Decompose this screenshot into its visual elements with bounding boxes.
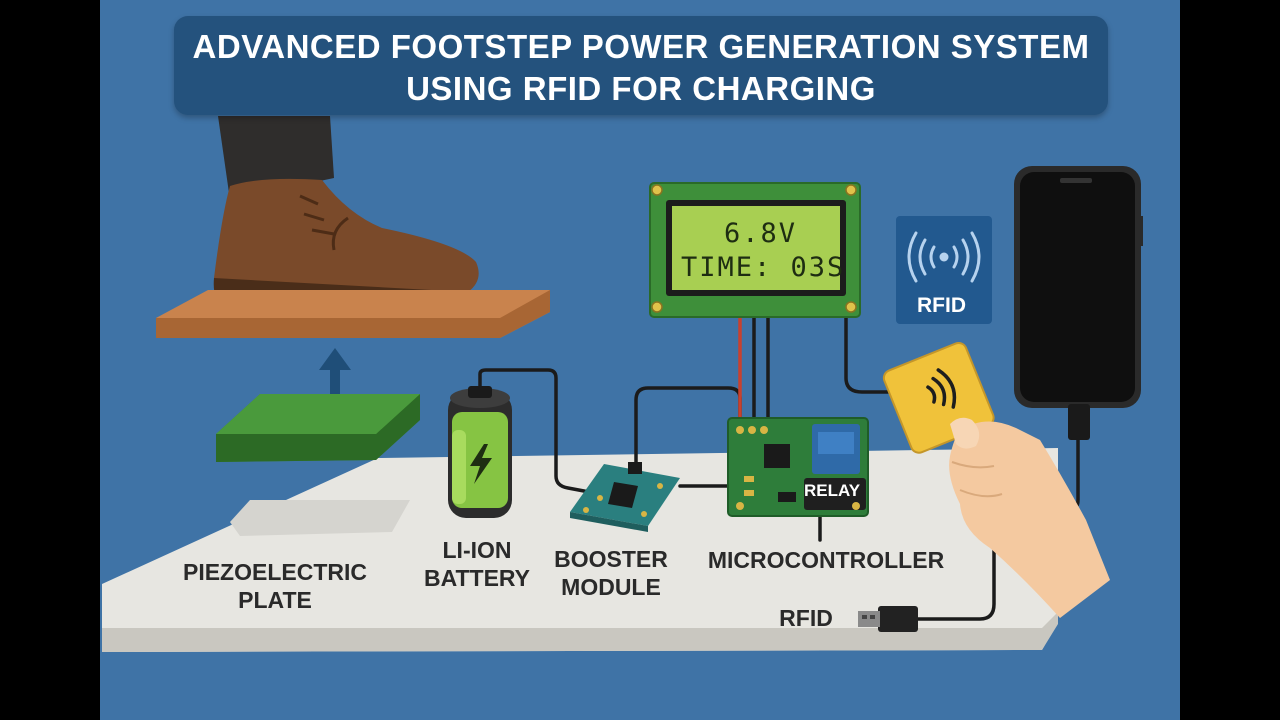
- booster-label-line1: BOOSTER: [554, 546, 668, 572]
- lcd-voltage: 6.8V: [724, 218, 798, 249]
- letterbox-right: [1180, 0, 1280, 720]
- usb-plug-icon: [858, 606, 918, 632]
- lightning-bolt-icon: [470, 444, 492, 484]
- phone-charging-cable: [1068, 404, 1090, 440]
- microcontroller-board: [727, 417, 869, 517]
- rfid-cable-label: RFID: [779, 605, 833, 631]
- wires: [478, 314, 1080, 621]
- rfid-module: [896, 216, 992, 324]
- title-line-2: USING RFID FOR CHARGING: [406, 70, 876, 107]
- lcd-time: TIME: 03S: [681, 252, 846, 283]
- piezoelectric-plate-label: PIEZOELECTRIC PLATE: [160, 558, 390, 614]
- diagram-scene: RELAY RFID 6.8V TIME: 03S PIEZOELECTRIC …: [100, 0, 1180, 720]
- plate-shadow: [230, 500, 410, 536]
- lcd-display: [649, 182, 861, 318]
- title-line-1: ADVANCED FOOTSTEP POWER GENERATION SYSTE…: [192, 28, 1090, 65]
- smartphone: [1014, 166, 1143, 440]
- booster-label-line2: MODULE: [561, 574, 661, 600]
- relay-label: RELAY: [804, 481, 861, 500]
- booster-label: BOOSTER MODULE: [546, 545, 676, 601]
- battery-label-line1: LI-ION: [442, 537, 512, 563]
- microcontroller-label: MICROCONTROLLER: [707, 547, 945, 573]
- piezo-label-line2: PLATE: [238, 587, 312, 613]
- battery-label: LI-ION BATTERY: [412, 536, 542, 592]
- piezo-label-line1: PIEZOELECTRIC: [182, 559, 367, 585]
- diagram-artwork: [102, 116, 1143, 652]
- booster-module: [570, 462, 680, 532]
- piezoelectric-plate: [216, 394, 420, 462]
- trouser-leg: [218, 116, 334, 200]
- rfid-module-label: RFID: [917, 294, 966, 317]
- battery-label-line2: BATTERY: [423, 565, 531, 591]
- hand: [949, 417, 1110, 618]
- letterbox-left: [0, 0, 100, 720]
- wire-rfid-cable: [914, 546, 996, 621]
- foot: [213, 116, 479, 306]
- li-ion-battery: [448, 386, 512, 518]
- card-wireless-icon: [926, 368, 957, 409]
- title-banner: ADVANCED FOOTSTEP POWER GENERATION SYSTE…: [174, 16, 1108, 115]
- wooden-plank: [156, 290, 550, 338]
- wire-battery-booster: [478, 368, 602, 496]
- wire-rfid-module-card: [844, 314, 890, 394]
- wireless-icon: [907, 231, 981, 283]
- up-arrow-icon: [319, 348, 351, 406]
- shoe: [214, 178, 479, 300]
